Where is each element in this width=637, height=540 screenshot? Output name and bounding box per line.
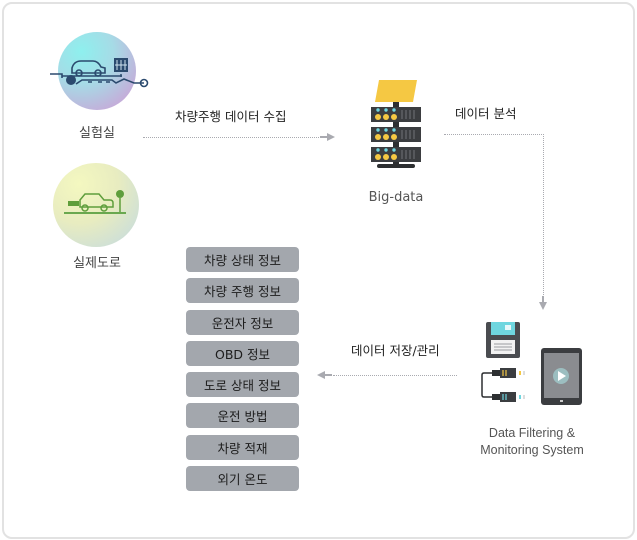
info-item-vehicle-status: 차량 상태 정보 (186, 247, 299, 272)
analyze-arrow-line-v (543, 134, 544, 299)
arrow-left-icon (317, 371, 332, 379)
flow-label-store: 데이터 저장/관리 (351, 343, 440, 358)
server-rack-icon (371, 80, 421, 168)
road-circle (53, 163, 139, 247)
tablet-video-icon (541, 348, 582, 405)
analyze-arrow-line-h (444, 134, 544, 135)
monitoring-label-line1: Data Filtering & (488, 426, 576, 440)
arrow-right-icon (320, 133, 335, 141)
source-label-lab: 실험실 (79, 126, 115, 141)
store-arrow-line (333, 375, 457, 376)
cable-connector-icon (481, 368, 525, 402)
info-item-obd: OBD 정보 (186, 340, 299, 366)
info-item-road-status: 도로 상태 정보 (186, 372, 299, 398)
source-label-road: 실제도로 (73, 256, 121, 271)
car-on-road-icon (64, 190, 126, 214)
info-item-driving-method: 운전 방법 (186, 403, 299, 429)
arrow-down-icon (539, 296, 547, 310)
monitoring-label: Data Filtering & Monitoring System (462, 425, 602, 459)
flow-label-collect: 차량주행 데이터 수집 (175, 109, 287, 124)
info-item-driver: 운전자 정보 (186, 309, 299, 335)
info-item-outside-temp: 외기 온도 (186, 466, 299, 492)
collect-arrow-line (143, 137, 323, 138)
flow-label-analyze: 데이터 분석 (455, 106, 517, 121)
monitoring-label-line2: Monitoring System (480, 443, 584, 457)
laboratory-test-bench-icon (50, 58, 149, 88)
info-item-vehicle-load: 차량 적재 (186, 434, 299, 460)
info-item-vehicle-driving: 차량 주행 정보 (186, 278, 299, 304)
info-item-list: 차량 상태 정보 차량 주행 정보 운전자 정보 OBD 정보 도로 상태 정보… (186, 247, 299, 497)
floppy-disk-icon (486, 322, 520, 358)
bigdata-label: Big-data (368, 190, 424, 205)
